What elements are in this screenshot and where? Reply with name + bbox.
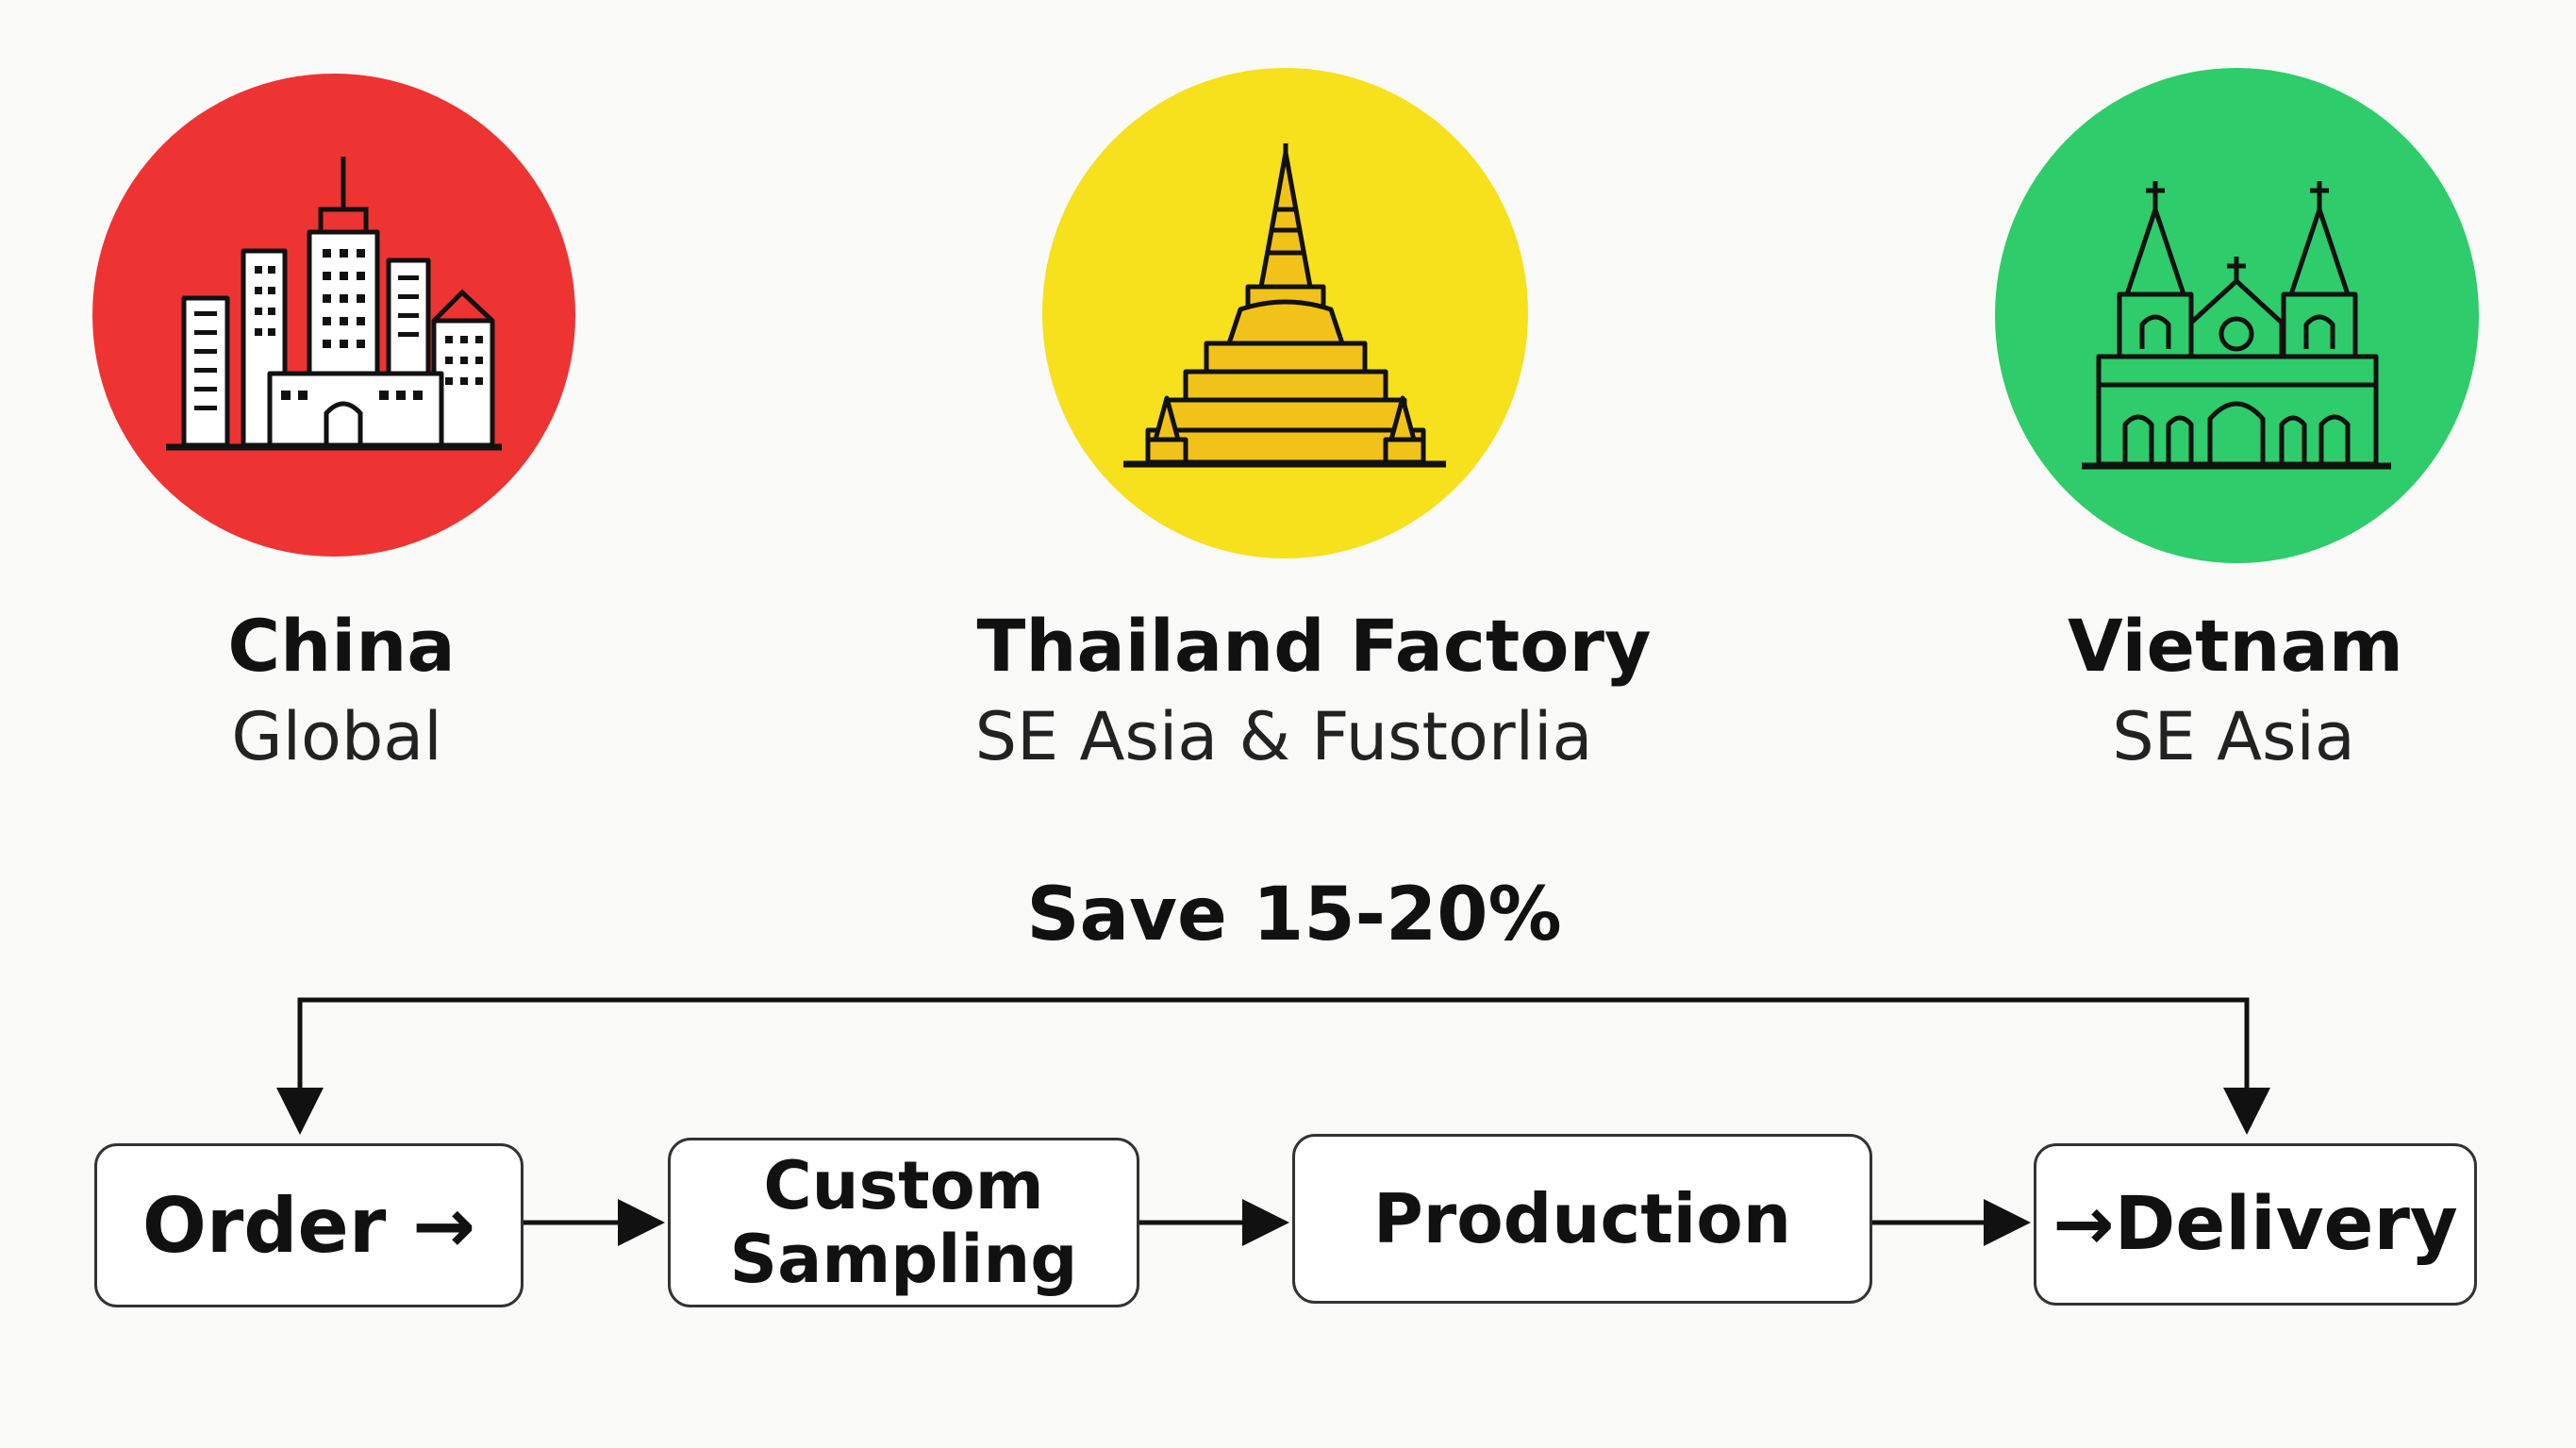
flow-step-custom-sampling: Custom Sampling (668, 1138, 1139, 1307)
flow-step-delivery: →Delivery (2034, 1143, 2477, 1306)
vietnam-circle (1995, 68, 2479, 563)
flow-step-production: Production (1292, 1134, 1872, 1304)
skyscrapers-icon (166, 157, 502, 451)
location-name-china: China (227, 604, 456, 688)
pagoda-icon (1123, 143, 1446, 468)
cathedral-icon (2082, 181, 2391, 470)
flow-step-order: Order → (94, 1143, 524, 1307)
location-name-vietnam: Vietnam (2068, 604, 2403, 688)
china-circle (92, 74, 575, 557)
location-name-thailand: Thailand Factory (976, 604, 1652, 688)
location-subtitle-vietnam: SE Asia (2112, 698, 2355, 775)
thailand-circle (1042, 68, 1528, 558)
savings-label: Save 15-20% (1026, 873, 1562, 957)
bypass-connector (297, 997, 2270, 1135)
location-subtitle-china: Global (231, 698, 442, 775)
location-subtitle-thailand: SE Asia & Fustorlia (974, 698, 1593, 775)
